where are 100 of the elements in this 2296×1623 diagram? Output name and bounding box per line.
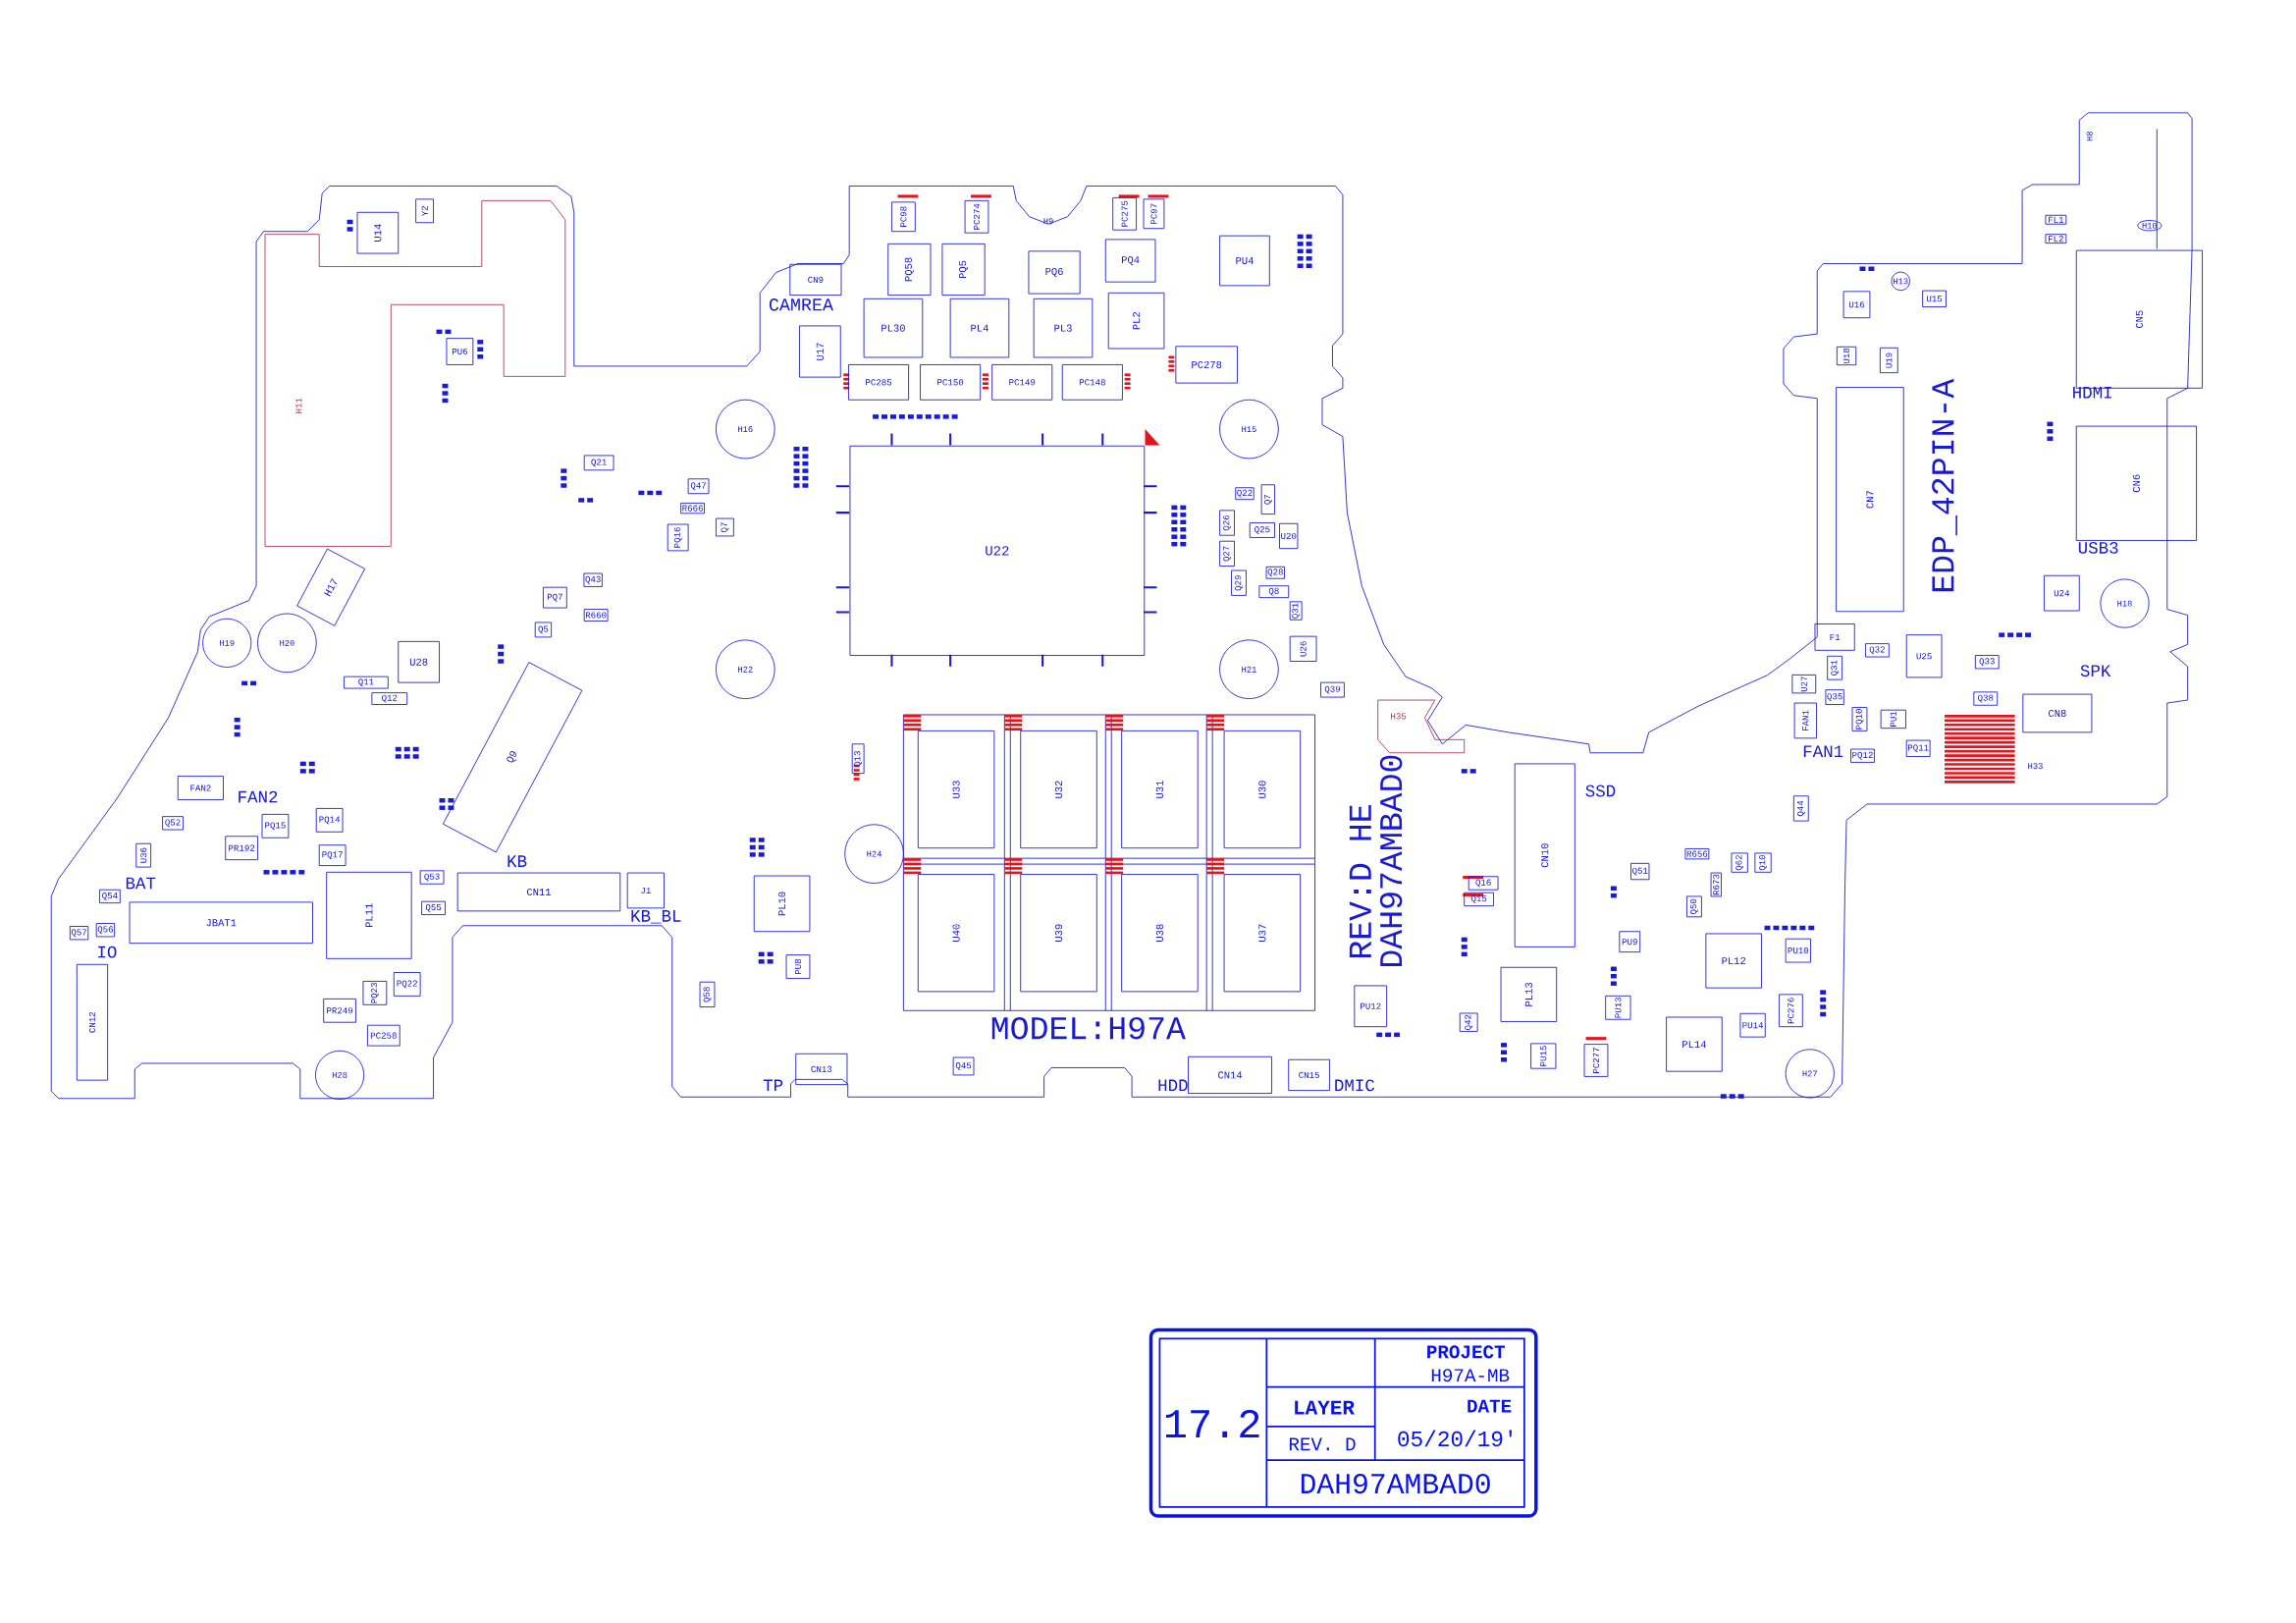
component-footprint: PC276 (1779, 994, 1803, 1028)
component-footprint: U37 (1223, 874, 1302, 993)
mounting-hole: H24 (844, 824, 904, 885)
component-footprint: FL1 (2045, 214, 2067, 225)
component-footprint: PL13 (1500, 966, 1558, 1022)
mounting-hole: H21 (1219, 639, 1279, 700)
component-footprint: Q47 (687, 478, 710, 495)
component-footprint: Q39 (1320, 681, 1345, 698)
component-footprint: CN7 (1836, 387, 1904, 613)
title-block-text: REV. D (1289, 1437, 1356, 1451)
component-footprint: PC278 (1175, 346, 1238, 384)
component-footprint: CN11 (456, 872, 621, 912)
component-footprint: Q31 (1289, 601, 1303, 621)
component-footprint: Q50 (1686, 895, 1702, 918)
component-footprint: Q56 (95, 923, 116, 938)
component-footprint: PQ11 (1905, 739, 1931, 757)
component-footprint: FL2 (2045, 234, 2067, 244)
component-footprint: PQ15 (261, 814, 290, 839)
title-block-text: DATE (1468, 1399, 1512, 1413)
component-footprint: PQ14 (315, 808, 344, 833)
component-footprint: PU6 (446, 338, 474, 365)
component-footprint: PL14 (1666, 1016, 1723, 1072)
component-footprint: PU15 (1530, 1043, 1557, 1069)
component-footprint: CN13 (795, 1053, 848, 1086)
component-footprint: CN6 (2075, 425, 2197, 541)
silkscreen-label: KB (507, 855, 527, 867)
component-footprint: Q7 (716, 517, 734, 537)
component-footprint: Q31 (1827, 655, 1842, 680)
mounting-hole: H28 (315, 1050, 365, 1101)
component-footprint: J1 (626, 872, 665, 909)
component-footprint: U27 (1791, 675, 1817, 694)
component-footprint: CN8 (2022, 693, 2093, 733)
component-footprint: PQ12 (1850, 748, 1875, 763)
component-footprint: PC148 (1061, 364, 1123, 401)
mounting-hole: H15 (1219, 399, 1279, 460)
title-block-text: DAH97AMBAD0 (1301, 1474, 1490, 1494)
component-footprint: PQ23 (362, 981, 388, 1005)
component-footprint: CN12 (76, 963, 109, 1081)
component-footprint: PU4 (1219, 235, 1270, 287)
silkscreen-label: FAN1 (1803, 745, 1843, 758)
component-footprint: Q9 (442, 662, 583, 853)
silkscreen-label: KB_BL (631, 910, 681, 924)
component-footprint: Q16 (1468, 876, 1499, 891)
mounting-hole: H18 (2100, 578, 2150, 628)
silkscreen-label: IO (98, 946, 117, 958)
component-footprint: PQ4 (1104, 239, 1156, 283)
component-footprint: U39 (1020, 874, 1097, 993)
component-footprint: R656 (1684, 848, 1710, 860)
component-footprint: CN15 (1288, 1058, 1330, 1092)
mounting-hole: H16 (716, 399, 775, 460)
component-footprint: PC97 (1143, 198, 1165, 230)
silkscreen-label: TP (763, 1079, 783, 1092)
component-footprint: PQ7 (543, 586, 567, 609)
component-footprint: FAN2 (177, 776, 224, 800)
component-footprint: R660 (583, 609, 609, 622)
component-footprint: Q45 (952, 1056, 975, 1076)
component-footprint: PC277 (1583, 1044, 1609, 1077)
component-footprint: Q28 (1265, 566, 1285, 579)
component-footprint: Q13 (851, 743, 865, 775)
component-footprint: Q27 (1219, 540, 1235, 568)
component-footprint: Q15 (1464, 892, 1494, 907)
component-footprint: PL4 (949, 298, 1010, 358)
component-footprint: Q8 (1258, 585, 1290, 599)
component-footprint: U17 (799, 325, 841, 378)
component-footprint: PL10 (753, 875, 811, 933)
mounting-hole: H22 (716, 639, 775, 700)
component-footprint: U19 (1879, 347, 1898, 374)
silkscreen-label: USB3 (2078, 542, 2118, 554)
component-footprint: Q51 (1630, 863, 1650, 881)
silkscreen-label: DMIC (1335, 1079, 1375, 1092)
component-footprint: Q12 (371, 692, 408, 706)
component-footprint: PQ22 (393, 972, 421, 997)
component-footprint: PQ6 (1028, 250, 1081, 295)
component-footprint: U32 (1020, 730, 1097, 849)
component-footprint: PR192 (225, 836, 258, 861)
component-footprint: PU13 (1605, 996, 1631, 1020)
component-footprint: CN14 (1188, 1055, 1272, 1095)
component-footprint: Q58 (699, 981, 716, 1008)
component-footprint: Q7 (1260, 484, 1275, 515)
component-footprint: PR249 (323, 999, 356, 1023)
component-footprint: U40 (917, 874, 995, 993)
component-footprint: Q29 (1231, 569, 1247, 596)
silkscreen-label: CAMREA (769, 298, 833, 311)
component-footprint: Q35 (1825, 689, 1844, 706)
component-footprint: Q43 (583, 572, 603, 587)
component-footprint: F1 (1814, 623, 1855, 651)
component-footprint: PQ5 (941, 243, 986, 297)
title-block-text: PROJECT (1427, 1345, 1505, 1359)
component-footprint: Q55 (421, 900, 446, 916)
component-footprint: PL2 (1107, 293, 1165, 350)
component-footprint: PC98 (891, 201, 916, 233)
reference-label: H8 (2086, 132, 2093, 141)
component-footprint: Q10 (1754, 852, 1772, 873)
silkscreen-label: HDD (1158, 1079, 1188, 1092)
title-block-text: LAYER (1295, 1400, 1355, 1415)
component-footprint: Q32 (1865, 643, 1890, 658)
component-footprint: Q54 (99, 889, 121, 904)
component-footprint: U18 (1836, 346, 1857, 366)
mounting-hole: H13 (1891, 271, 1910, 292)
component-footprint: PQ10 (1851, 707, 1868, 731)
